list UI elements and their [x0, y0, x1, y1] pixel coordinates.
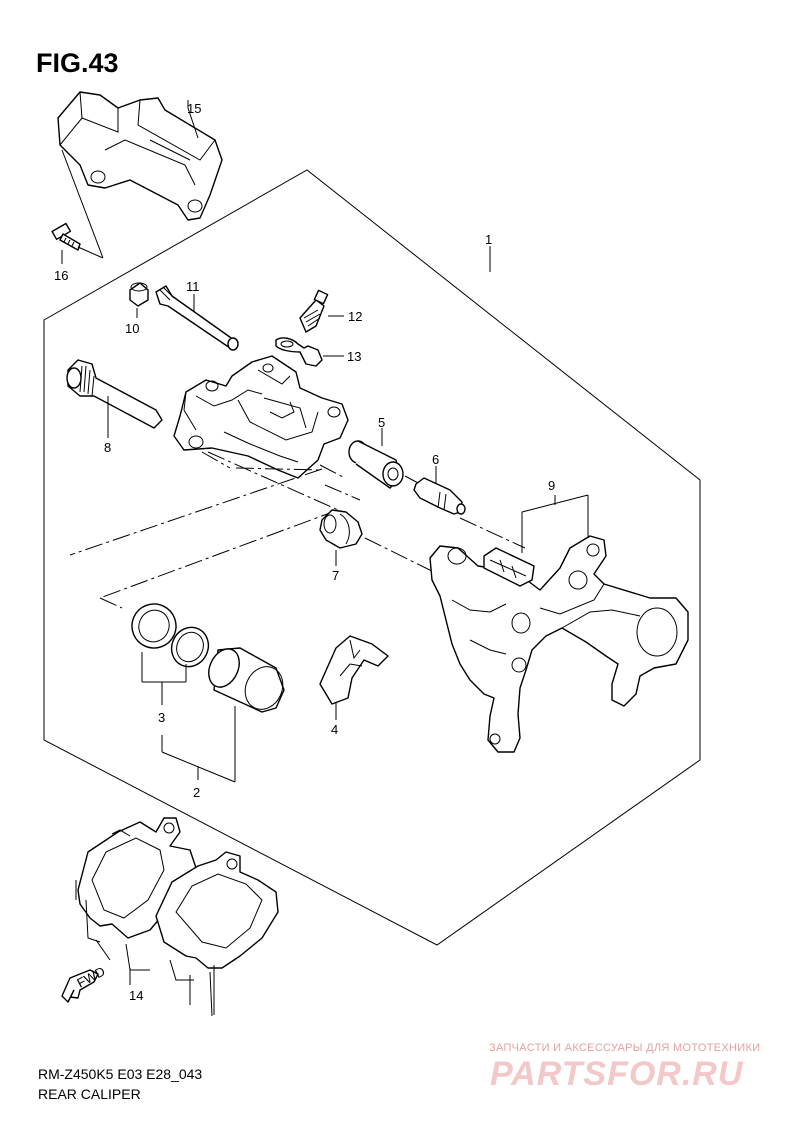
part-15-bracket[interactable] — [57, 91, 223, 221]
callout-13[interactable]: 13 — [347, 349, 361, 364]
watermark-tagline: ЗАПЧАСТИ И АКСЕССУАРЫ ДЛЯ МОТОТЕХНИКИ — [489, 1042, 761, 1054]
part-12-bleeder-screw[interactable] — [299, 289, 329, 333]
part-14-brake-pad-outer[interactable] — [155, 851, 279, 969]
callout-7[interactable]: 7 — [332, 568, 339, 583]
part-4-pad-spring[interactable] — [319, 635, 389, 705]
callout-2[interactable]: 2 — [193, 785, 200, 800]
part-13-bleeder-cap[interactable] — [275, 337, 323, 367]
part-5-bushing[interactable] — [348, 440, 404, 489]
assembly-boundary — [43, 169, 701, 946]
part-7-boot[interactable] — [319, 509, 363, 549]
part-3-dust-seal[interactable] — [165, 621, 215, 672]
figure-name: REAR CALIPER — [38, 1086, 141, 1102]
part-9-caliper-bracket[interactable] — [429, 535, 689, 753]
figure-title: FIG.43 — [36, 48, 119, 78]
callout-8[interactable]: 8 — [104, 440, 111, 455]
fwd-arrow-icon — [61, 969, 99, 1003]
callout-1[interactable]: 1 — [485, 232, 492, 247]
callout-11[interactable]: 11 — [186, 279, 200, 294]
callout-12[interactable]: 12 — [348, 309, 362, 324]
callout-16[interactable]: 16 — [54, 268, 68, 283]
watermark-logo: PARTSFOR.RU — [490, 1055, 744, 1093]
part-8-slide-pin[interactable] — [66, 359, 163, 429]
part-14-pad-outline — [75, 880, 213, 1017]
part-11-pin[interactable] — [155, 285, 239, 351]
callout-3[interactable]: 3 — [158, 710, 165, 725]
callout-10[interactable]: 10 — [125, 321, 139, 336]
callout-6[interactable]: 6 — [432, 452, 439, 467]
callout-9[interactable]: 9 — [548, 478, 555, 493]
part-6-pin[interactable] — [413, 477, 466, 515]
caliper-body[interactable] — [173, 355, 349, 479]
callout-5[interactable]: 5 — [378, 415, 385, 430]
part-16-bolt[interactable] — [51, 222, 81, 251]
part-2-piston[interactable] — [203, 644, 290, 716]
part-3-piston-seal[interactable] — [125, 597, 183, 655]
fwd-label: FWD — [74, 964, 107, 991]
callout-15[interactable]: 15 — [187, 101, 201, 116]
part-10-cap[interactable] — [129, 282, 149, 307]
callout-14[interactable]: 14 — [129, 988, 143, 1003]
figure-code: RM-Z450K5 E03 E28_043 — [38, 1066, 203, 1082]
callout-4[interactable]: 4 — [331, 722, 338, 737]
